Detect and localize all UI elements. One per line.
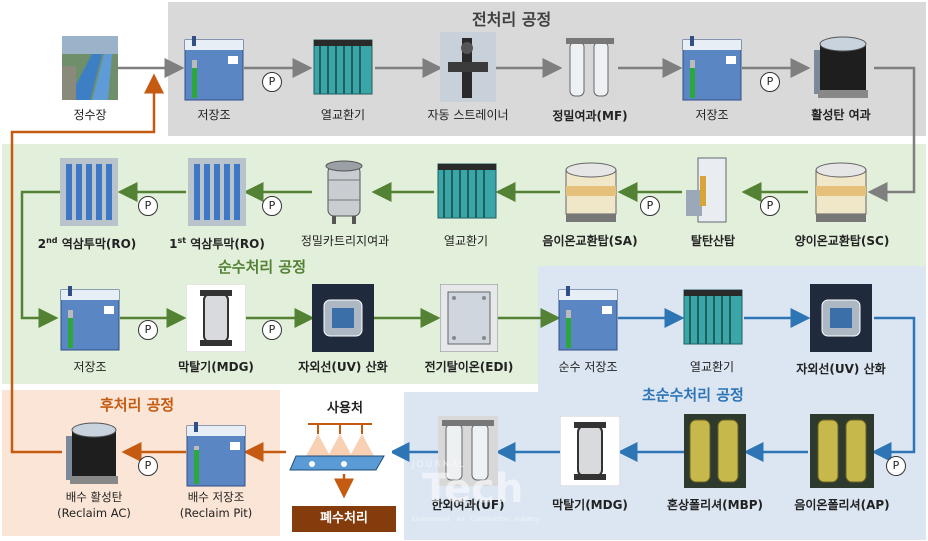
reclaim-carbon-icon (60, 418, 124, 488)
watermark-line2: Environment · Art · Construction · Indus… (412, 516, 540, 523)
hx3-label: 열교환기 (689, 360, 735, 374)
uv-oxidation-icon (312, 284, 374, 352)
heat-exchanger-icon (312, 36, 374, 98)
water-plant-label-wrap: 정수장 (52, 108, 128, 122)
microfiltration-icon (562, 34, 618, 102)
storage-tank-icon (184, 34, 244, 102)
heat-exchanger-icon (682, 286, 744, 348)
auto-strainer-icon (440, 32, 496, 102)
decarbonator-label: 탈탄산탑 (690, 234, 736, 248)
cartridge-label: 정밀카트리지여과 (300, 234, 390, 248)
pure-title: 순수처리 공정 (218, 258, 307, 276)
storage-tank-icon (558, 284, 618, 352)
reclaim-pit-label-en: (Reclaim Pit) (179, 506, 253, 520)
uv2-label: 자외선(UV) 산화 (796, 362, 886, 376)
storage-tank-icon (186, 420, 246, 488)
uv-oxidation-icon (810, 284, 872, 352)
ap-label: 음이온폴리셔(AP) (794, 498, 890, 512)
hx2-label: 열교환기 (443, 234, 489, 248)
anion-exchanger-icon (560, 156, 622, 226)
pretreatment-title: 전처리 공정 (472, 10, 552, 29)
heat-exchanger-icon (436, 160, 498, 222)
ro-membrane-icon (188, 158, 246, 226)
ultrapure-title: 초순수처리 공정 (642, 386, 744, 404)
hx1-label: 열교환기 (320, 108, 366, 122)
activated-carbon-label: 활성탄 여과 (811, 108, 871, 122)
cation-exchanger-icon (810, 156, 872, 226)
mdg1-label: 막탈기(MDG) (178, 360, 254, 374)
pump-icon: P (640, 196, 660, 216)
reclaim-ac-label-kr: 배수 활성탄 (65, 490, 123, 504)
pump-icon: P (262, 320, 282, 340)
watermark-main: Tech (422, 466, 524, 512)
anion-polisher-icon (810, 414, 874, 488)
tank3-label: 저장조 (73, 360, 107, 374)
pump-icon: P (138, 196, 158, 216)
water-plant-label: 정수장 (73, 108, 107, 122)
membrane-degasser-icon (559, 415, 621, 487)
mdg2-label: 막탈기(MDG) (552, 498, 628, 512)
ultrafiltration-icon (438, 416, 498, 486)
point-of-use-label: 사용처 (327, 401, 363, 416)
tank1-label: 저장조 (197, 108, 231, 122)
water-plant-photo (62, 36, 118, 100)
pump-icon: P (262, 196, 282, 216)
pure-tank-label: 순수 저장조 (558, 360, 618, 374)
mixed-bed-polisher-icon (684, 414, 746, 488)
uv1-label: 자외선(UV) 산화 (298, 360, 388, 374)
cartridge-filter-icon (314, 156, 374, 226)
decarbonator-icon (684, 154, 742, 226)
storage-tank-icon (682, 34, 742, 102)
pump-icon: P (262, 72, 282, 92)
watermark: JOURNAL Tech Environment · Art · Constru… (412, 460, 572, 530)
ro1-label: 1st 역삼투막(RO) (169, 236, 265, 251)
sa-label: 음이온교환탑(SA) (542, 234, 638, 248)
point-of-use-icon (288, 420, 392, 474)
pump-icon: P (138, 456, 158, 476)
uf-label: 한외여과(UF) (431, 498, 505, 512)
ro2-label: 2nd 역삼투막(RO) (37, 236, 137, 251)
pump-icon: P (138, 320, 158, 340)
reclaim-pit-label-kr: 배수 저장조 (187, 490, 245, 504)
reclaim-ac-label-en: (Reclaim AC) (57, 506, 131, 520)
pump-icon: P (886, 456, 906, 476)
storage-tank-icon (60, 284, 120, 352)
pump-icon: P (760, 72, 780, 92)
mf-label: 정밀여과(MF) (552, 109, 628, 123)
mbp-label: 혼상폴리셔(MBP) (666, 498, 764, 512)
tank2-label: 저장조 (695, 108, 729, 122)
activated-carbon-icon (808, 32, 874, 102)
watermark-line1: JOURNAL (412, 460, 467, 470)
sc-label: 양이온교환탑(SC) (794, 234, 890, 248)
membrane-degasser-icon (185, 283, 247, 353)
post-title: 후처리 공정 (100, 396, 175, 414)
edi-icon (439, 283, 499, 353)
auto-strainer-label: 자동 스트레이너 (427, 108, 509, 122)
ro-membrane-icon (60, 158, 118, 226)
edi-label: 전기탈이온(EDI) (424, 360, 514, 374)
pump-icon: P (760, 196, 780, 216)
wastewater-label: 폐수처리 (292, 506, 396, 532)
